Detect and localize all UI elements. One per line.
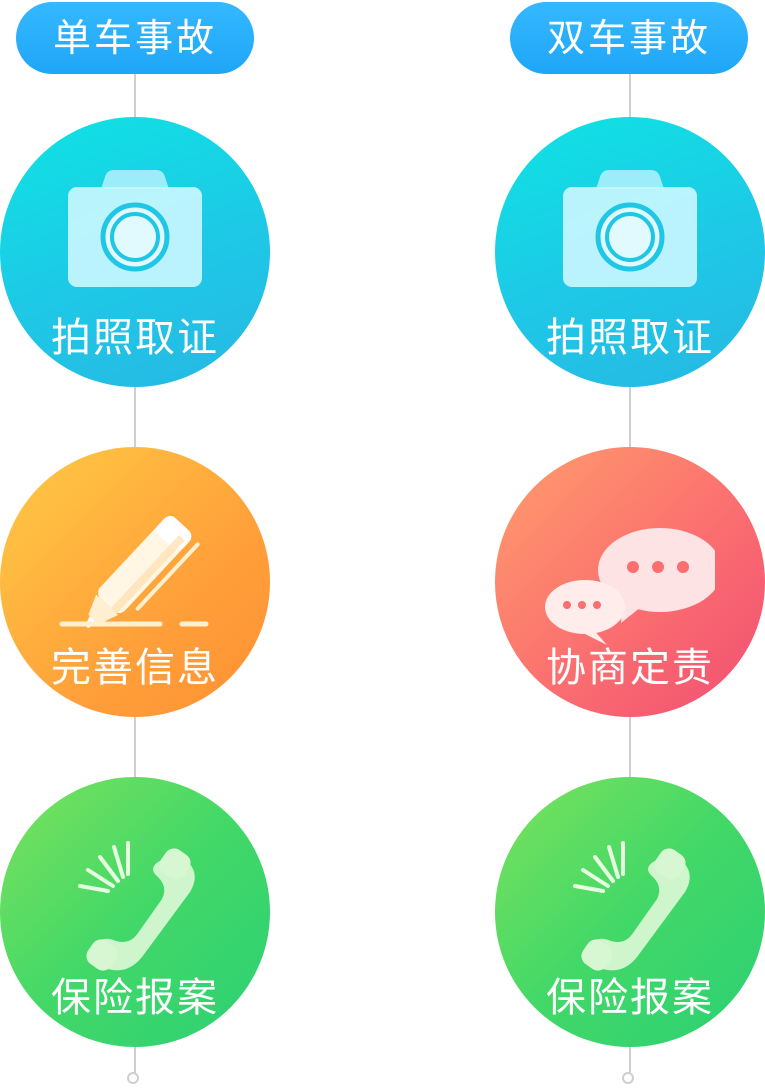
chat-bubbles-icon xyxy=(545,528,715,645)
photo-evidence-step[interactable]: 拍照取证 xyxy=(495,117,765,387)
complete-info-step[interactable]: 完善信息 xyxy=(0,447,270,717)
flow-end-dot xyxy=(127,1072,139,1084)
flow-end-dot xyxy=(622,1072,634,1084)
insurance-report-step[interactable]: 保险报案 xyxy=(0,777,270,1047)
step-label: 保险报案 xyxy=(51,975,219,1021)
pen-icon xyxy=(59,516,209,629)
camera-icon xyxy=(563,170,697,287)
two-vehicle-accident-button[interactable]: 双车事故 xyxy=(510,2,748,74)
step-label: 协商定责 xyxy=(546,645,714,691)
step-label: 拍照取证 xyxy=(51,315,219,361)
step-label: 保险报案 xyxy=(546,975,714,1021)
step-label: 拍照取证 xyxy=(546,315,714,361)
negotiate-responsibility-step[interactable]: 协商定责 xyxy=(495,447,765,717)
phone-icon xyxy=(78,841,195,971)
single-vehicle-accident-button[interactable]: 单车事故 xyxy=(16,2,254,74)
photo-evidence-step[interactable]: 拍照取证 xyxy=(0,117,270,387)
camera-icon xyxy=(68,170,202,287)
step-label: 完善信息 xyxy=(51,645,219,691)
two-vehicle-flow: 双车事故 拍照取证 协商定责 xyxy=(495,0,765,1091)
single-vehicle-flow: 单车事故 拍照取证 完善信息 xyxy=(0,0,270,1091)
phone-icon xyxy=(573,841,690,971)
insurance-report-step[interactable]: 保险报案 xyxy=(495,777,765,1047)
